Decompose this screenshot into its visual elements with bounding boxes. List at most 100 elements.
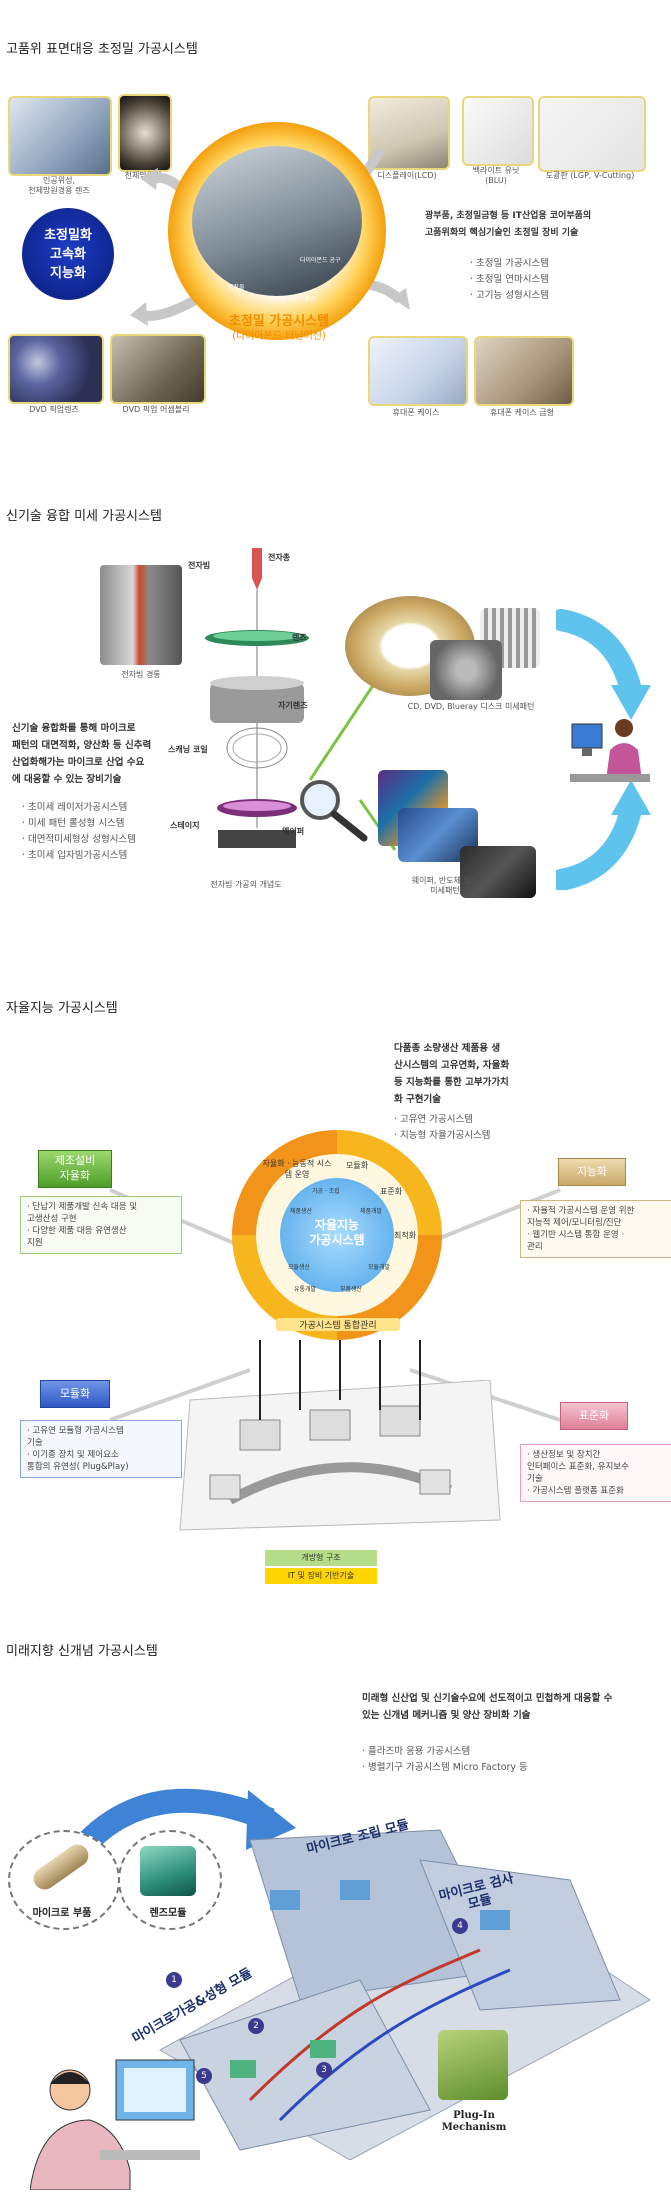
- autonomy-title: 자율지능 가공시스템: [309, 1218, 365, 1247]
- lens-photo: [8, 96, 112, 176]
- s2-bullet: · 초미세 레이저가공시스템: [22, 802, 128, 813]
- tag-intelligence: 지능화: [558, 1158, 626, 1186]
- step-badge: 4: [452, 1918, 468, 1934]
- ebeam-column-photo: [100, 565, 182, 665]
- step-badge: 3: [316, 2062, 332, 2078]
- ebeam-concept-diagram: [205, 548, 309, 848]
- ring-label-optimal: 최적화: [394, 1231, 417, 1240]
- machine-label-tool: 다이아몬드 공구: [300, 257, 341, 264]
- box-standardization: · 생산정보 및 장치간 인터페이스 표준화, 유지보수 기술 · 가공시스템 …: [520, 1444, 671, 1502]
- dvd-lens-caption: DVD 픽업렌즈: [29, 405, 79, 414]
- lcd-photo: [368, 96, 450, 170]
- lgp-photo: [538, 96, 646, 172]
- dvd-assembly-caption: DVD 픽업 어셈블리: [122, 405, 190, 414]
- ring-label-autonomy: 자율화 · 능동적 시스템 운영: [262, 1159, 332, 1179]
- chip-photo-2: [460, 846, 536, 898]
- integrated-management-label: 가공시스템 통합관리: [276, 1318, 400, 1331]
- disc-pattern-photo-2: [430, 640, 502, 700]
- inner-tag: 가공 · 조립: [312, 1188, 340, 1195]
- telescope-photo: [118, 94, 172, 172]
- label-stage: 스테이지: [170, 821, 200, 830]
- phone-mold-photo: [474, 336, 574, 406]
- step-badge: 1: [166, 1972, 182, 1988]
- step-badge: 5: [196, 2068, 212, 2084]
- lens-caption: 인공위성, 천체망원경용 렌즈: [28, 176, 90, 195]
- section-title: 고품위 표면대응 초정밀 가공시스템: [6, 42, 198, 57]
- lgp-caption: 도광판 (LGP, V-Cutting): [545, 171, 635, 180]
- phone-case-caption: 휴대폰 케이스: [392, 408, 440, 417]
- plugin-mechanism-label: Plug-In Mechanism: [441, 2110, 507, 2133]
- s2-bullet: · 대면적미세형상 성형시스템: [22, 834, 136, 845]
- person-computer-icon: [570, 719, 650, 782]
- plugin-mechanism-photo: [438, 2030, 508, 2100]
- legend-it-base: IT 및 장비 기반기술: [265, 1568, 377, 1584]
- autonomy-core: [280, 1178, 394, 1292]
- s2-bullet: · 미세 패턴 롤성형 시스템: [22, 818, 125, 829]
- lens-module-photo: [140, 1846, 196, 1896]
- label-ebeam: 전자빔: [188, 561, 211, 570]
- section-title: 미래지향 신개념 가공시스템: [6, 1644, 158, 1659]
- inner-tag: 제품생산: [290, 1208, 313, 1215]
- machine-title: 초정밀 가공시스템: [228, 314, 330, 329]
- box-manufacturing-autonomy: · 단납기 제품개발 신속 대응 및 고생산성 구현 · 다양한 제품 대응 유…: [20, 1196, 182, 1254]
- phone-case-photo: [368, 336, 468, 406]
- label-lens: 렌즈: [292, 633, 307, 642]
- inner-tag: 제품개발: [360, 1208, 383, 1215]
- ebeam-concept-caption: 전자빔 가공의 개념도: [210, 880, 282, 889]
- s3-bullet: · 지능형 자율가공시스템: [394, 1130, 491, 1141]
- inner-tag: 유통개발: [294, 1286, 317, 1293]
- s4-bullet: · 플라즈마 응용 가공시스템: [362, 1746, 471, 1757]
- ring-label-modular: 모듈화: [346, 1161, 369, 1170]
- s2-bullet: · 초미세 입자빔가공시스템: [22, 850, 128, 861]
- micro-factory-illustration: [158, 1829, 651, 2160]
- tag-standardization: 표준화: [560, 1402, 628, 1430]
- tag-manufacturing-autonomy: 제조설비 자율화: [38, 1150, 112, 1188]
- lens-module-label: 렌즈모듈: [149, 1908, 187, 1919]
- disc-caption: CD, DVD, Blueray 디스크 미세패턴: [407, 702, 535, 711]
- ebeam-column-caption: 전자빔 경통: [121, 670, 161, 679]
- inner-tag: 모듈생산: [288, 1264, 311, 1271]
- blue-arrows: [556, 609, 651, 890]
- box-intelligence: · 자율적 가공시스템 운영 위한 지능적 제어/모니터링/진단 · 웹기반 시…: [520, 1200, 671, 1258]
- label-wafer: 웨이퍼: [282, 827, 305, 836]
- ring-label-standard: 표준화: [380, 1187, 403, 1196]
- machine-subtitle: (다이아몬드 터닝머신): [232, 331, 326, 342]
- cable-lines: [259, 1340, 421, 1420]
- s4-description: 미래형 신산업 및 신기술수요에 선도적이고 민첩하게 대응할 수 있는 신개념…: [362, 1693, 613, 1721]
- curved-blue-arrow: [70, 1788, 296, 1859]
- telescope-caption: 천체망원경: [124, 171, 162, 180]
- label-scanning-coil: 스캐닝 코일: [168, 745, 208, 754]
- micro-part-label: 마이크로 부품: [32, 1908, 92, 1919]
- s1-description: 광부품, 초정밀금형 등 IT산업용 코어부품의 고품위화의 핵심기술인 초정밀…: [425, 211, 592, 238]
- operator-illustration: [30, 2059, 200, 2190]
- section-title: 자율지능 가공시스템: [6, 1001, 118, 1016]
- micro-part-circle: [8, 1830, 120, 1930]
- label-magnetic-lens: 자기렌즈: [278, 701, 308, 710]
- s1-bullet: · 고기능 성형시스템: [470, 290, 549, 301]
- machine-label-spindle: 무진동 회전스핀들: [270, 296, 317, 303]
- s1-bullet: · 초정밀 가공시스템: [470, 258, 549, 269]
- machine-label-workpiece: 공작물: [228, 284, 245, 291]
- s3-bullet: · 고유연 가공시스템: [394, 1114, 473, 1125]
- blu-photo: [462, 96, 534, 166]
- s3-description: 다품종 소량생산 제품용 생 산시스템의 고유연화, 자율화 등 지능화를 통한…: [394, 1043, 510, 1105]
- s4-bullet: · 병렬기구 가공시스템 Micro Factory 등: [362, 1762, 528, 1773]
- magnifier-icon: [300, 780, 368, 842]
- dvd-assembly-photo: [110, 334, 206, 404]
- phone-mold-caption: 휴대폰 케이스 금형: [490, 408, 554, 417]
- lcd-caption: 디스플레이(LCD): [377, 171, 437, 180]
- ultra-precision-bubble: 초정밀화 고속화 지능화: [22, 208, 114, 300]
- legend-open-architecture: 개방형 구조: [265, 1550, 377, 1566]
- section-title: 신기술 융합 미세 가공시스템: [6, 509, 162, 524]
- step-badge: 2: [248, 2018, 264, 2034]
- s1-bullet: · 초정밀 연마시스템: [470, 274, 549, 285]
- blu-caption: 백라이트 유닛 (BLU): [472, 166, 520, 185]
- diamond-turning-machine-photo: [192, 146, 362, 296]
- s2-description: 신기술 융합화를 통해 마이크로 패턴의 대면적화, 양산화 등 신추력 산업화…: [12, 723, 152, 785]
- box-modularization: · 고유연 모듈형 가공시스템 기술 · 이기종 장치 및 제어요소 통합의 유…: [20, 1420, 182, 1478]
- label-egun: 전자총: [268, 553, 291, 562]
- dvd-lens-photo: [8, 334, 104, 404]
- inner-tag: 모듈개발: [368, 1264, 391, 1271]
- tag-modularization: 모듈화: [40, 1380, 110, 1408]
- wafer-caption: 웨이퍼, 반도체 칩의 미세패턴: [411, 876, 479, 895]
